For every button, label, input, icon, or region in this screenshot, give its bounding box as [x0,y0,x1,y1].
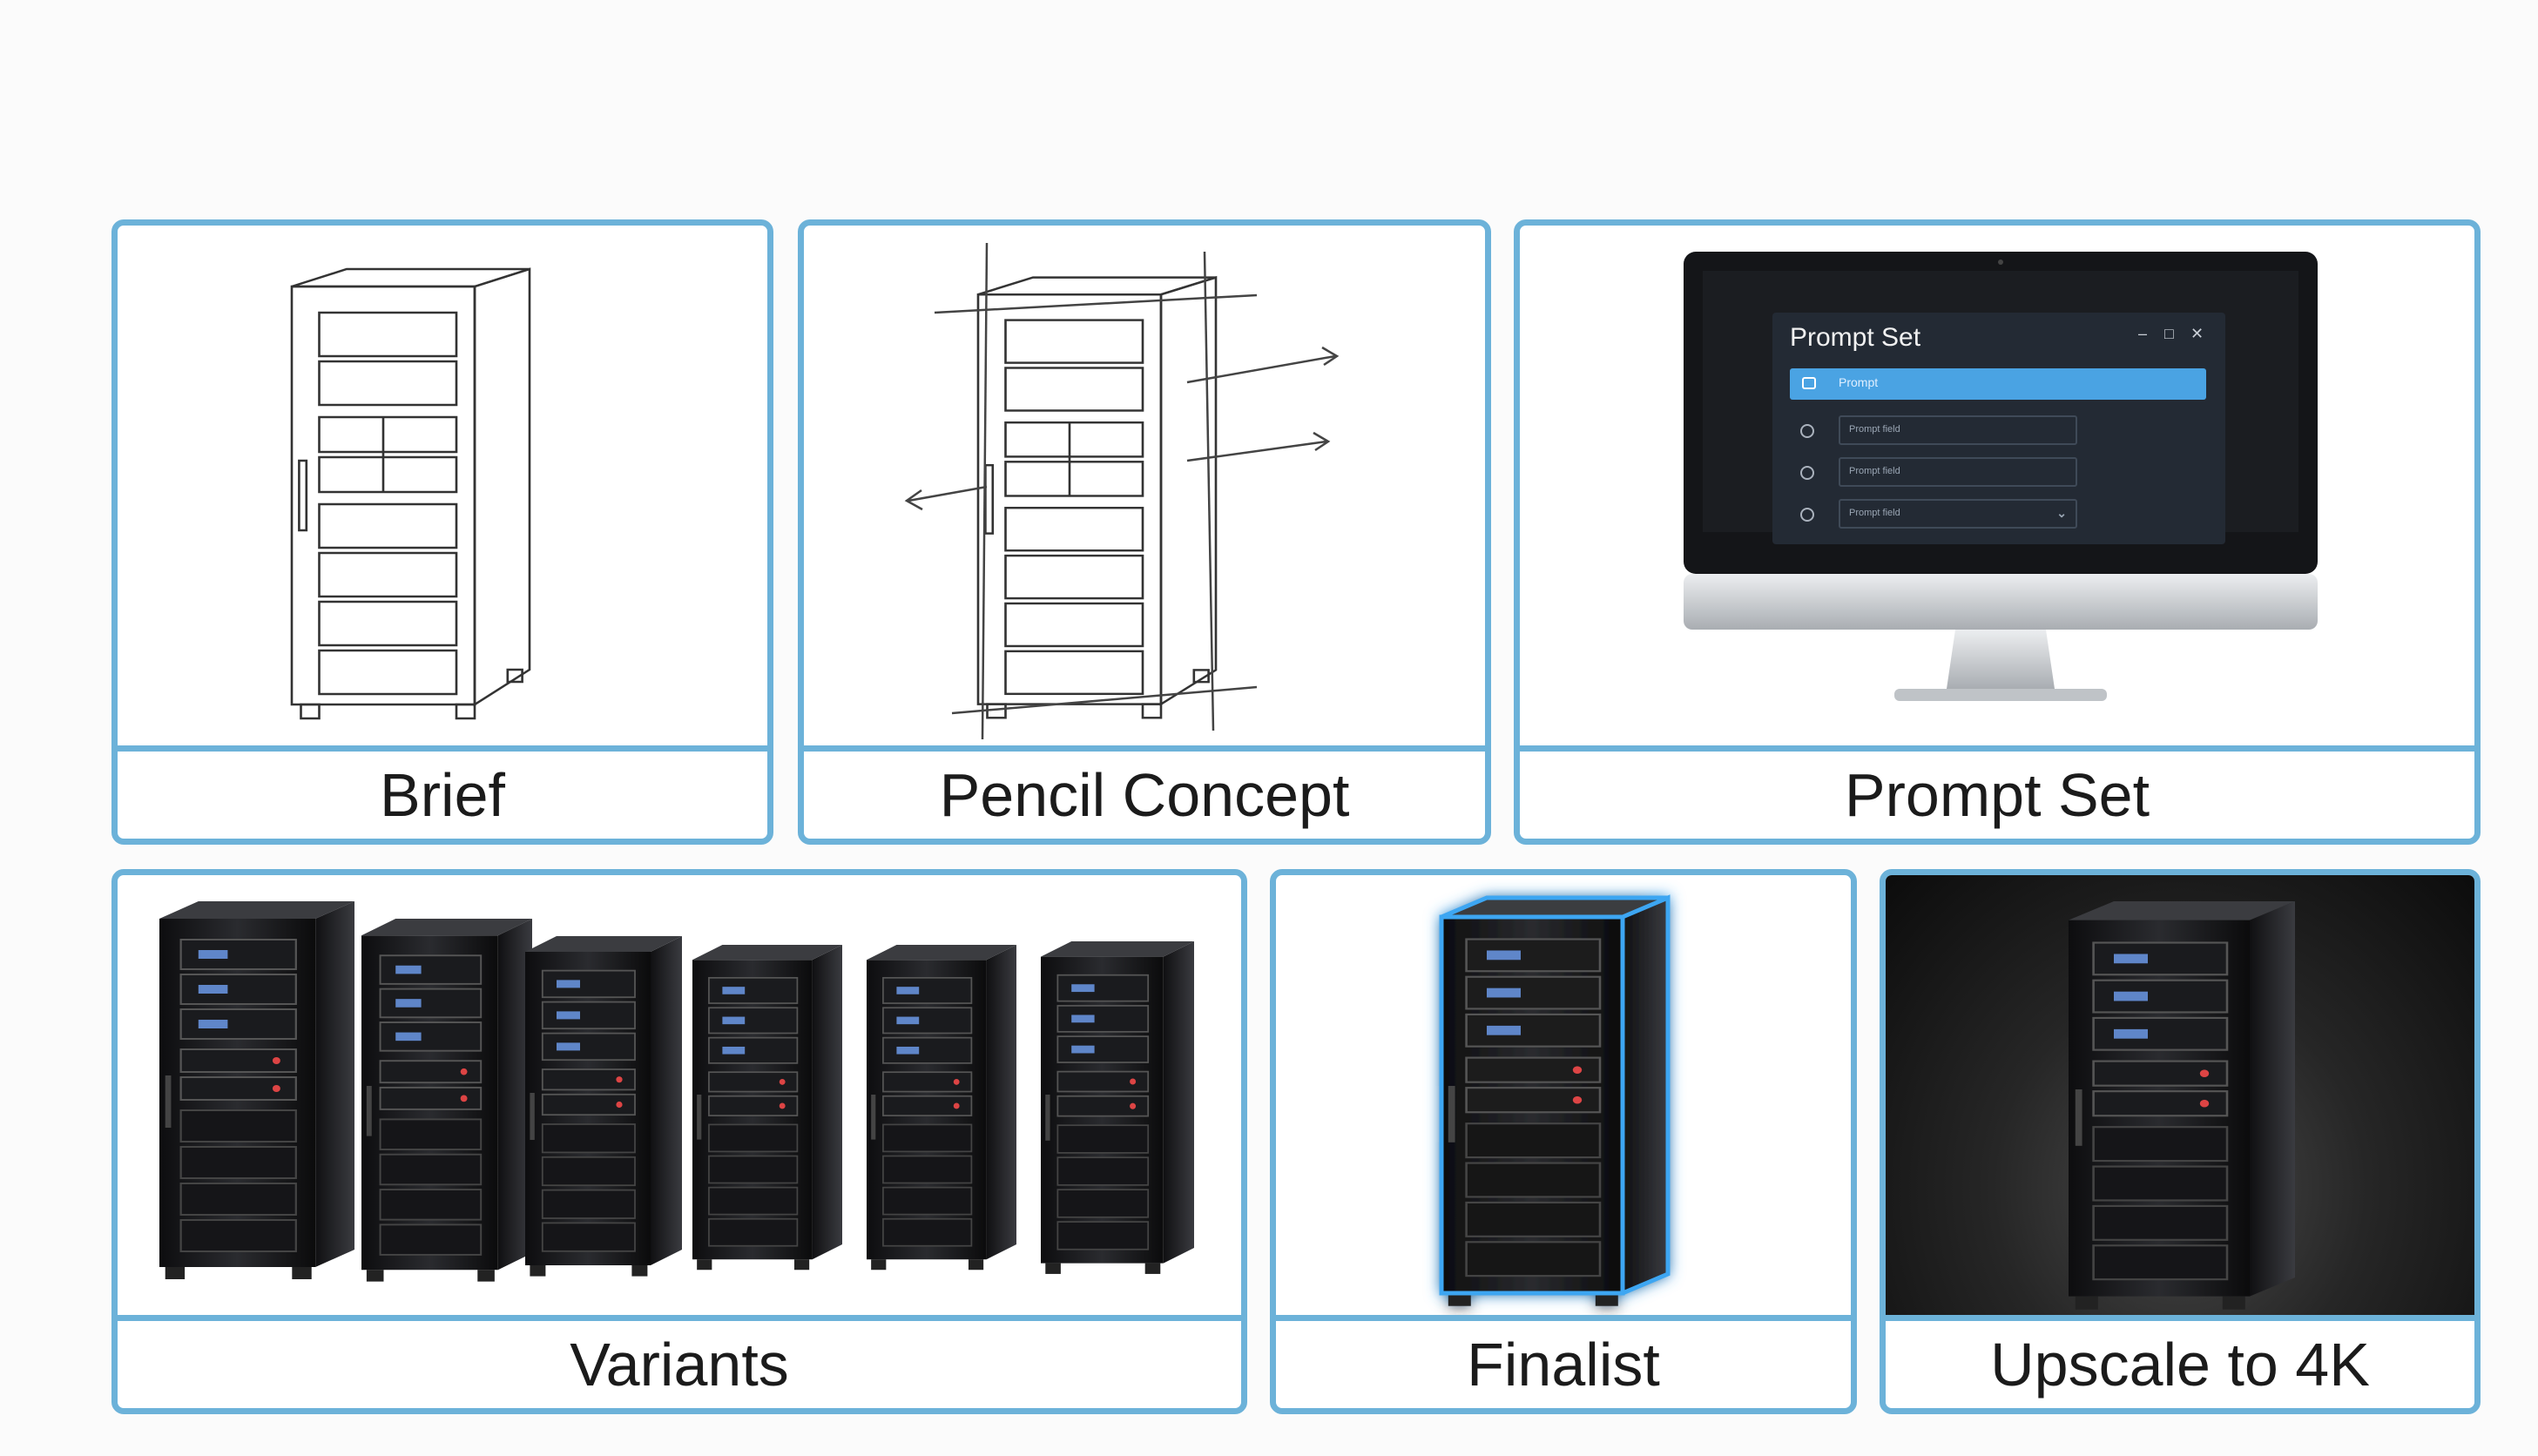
server-rack-sketch-icon [118,226,767,752]
panel-label: Brief [118,745,767,839]
prompt-field-2[interactable]: Prompt field [1839,457,2077,487]
panel-label: Upscale to 4K [1886,1315,2474,1408]
server-rack-black-icon [118,875,1241,1321]
radio-icon[interactable] [1800,508,1814,522]
radio-icon[interactable] [1800,424,1814,438]
chevron-down-icon: ⌄ [2056,506,2067,520]
panel-label: Finalist [1276,1315,1851,1408]
selected-prompt-row[interactable]: Prompt [1790,368,2206,400]
monitor-icon: Prompt Set – □ ✕ Prompt Prompt field Pro… [1520,226,2474,752]
panel-prompt-set: Prompt Set – □ ✕ Prompt Prompt field Pro… [1514,219,2481,845]
panel-pencil-concept: Pencil Concept [798,219,1491,845]
panel-upscale-4k: Upscale to 4K [1880,869,2481,1414]
prompt-icon [1802,377,1816,389]
minimize-icon[interactable]: – [2138,325,2148,342]
maximize-icon[interactable]: □ [2164,325,2174,342]
prompt-field-1[interactable]: Prompt field [1839,415,2077,445]
server-rack-dark-studio-icon [1886,875,2474,1321]
window-title: Prompt Set [1790,323,1921,352]
panel-label: Prompt Set [1520,745,2474,839]
prompt-set-window: Prompt Set – □ ✕ Prompt Prompt field Pro… [1772,313,2225,544]
panel-finalist: Finalist [1270,869,1857,1414]
radio-icon[interactable] [1800,466,1814,480]
selected-prompt-text: Prompt [1839,375,1879,389]
panel-variants: Variants [111,869,1247,1414]
prompt-field-3[interactable]: Prompt field⌄ [1839,499,2077,529]
close-icon[interactable]: ✕ [2190,325,2204,342]
server-rack-glow-icon [1276,875,1851,1321]
panel-label: Pencil Concept [804,745,1485,839]
panel-label: Variants [118,1315,1241,1408]
server-rack-pencil-icon [804,226,1485,752]
panel-brief: Brief [111,219,773,845]
